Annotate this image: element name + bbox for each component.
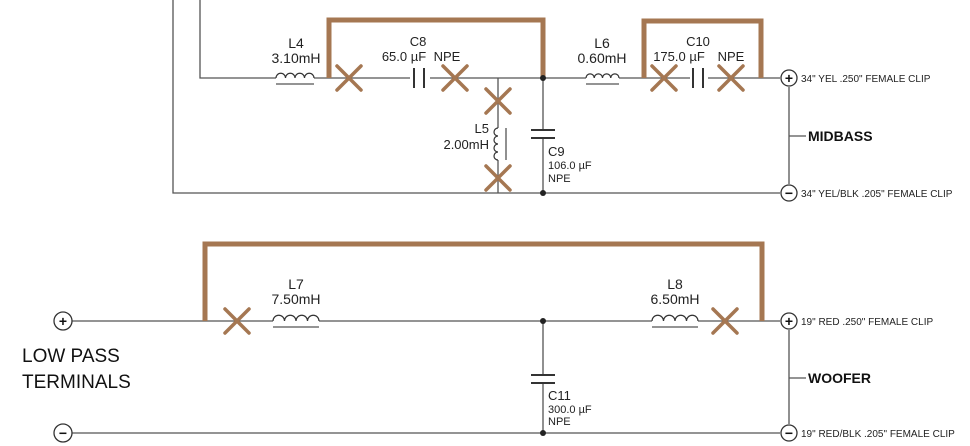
woofer-junction-top <box>540 318 546 324</box>
capacitor-c10: C10 175.0 µF NPE <box>653 34 745 88</box>
midbass-cut-mark-1 <box>335 64 363 92</box>
midbass-positive-sign: + <box>785 70 793 86</box>
midbass-cut-mark-3 <box>484 87 512 115</box>
woofer-positive-sign: + <box>785 313 793 329</box>
inductor-l4: L4 3.10mH <box>271 35 321 85</box>
midbass-cut-mark-6 <box>717 64 745 92</box>
l5-name: L5 <box>475 121 489 136</box>
woofer-cut-mark-2 <box>711 307 739 335</box>
terminal-positive-sign: + <box>59 313 67 329</box>
c10-type: NPE <box>718 49 745 64</box>
c9-type: NPE <box>548 173 571 185</box>
midbass-cut-mark-4 <box>484 164 512 192</box>
c11-value: 300.0 µF <box>548 404 592 416</box>
midbass-negative-sign: − <box>785 185 793 201</box>
low-pass-terminals-line1: LOW PASS <box>22 346 120 367</box>
woofer-negative-clip: − 19" RED/BLK .205" FEMALE CLIP <box>780 424 955 442</box>
c10-name: C10 <box>686 34 710 49</box>
c8-type: NPE <box>434 49 461 64</box>
l4-value: 3.10mH <box>271 50 320 66</box>
c10-value: 175.0 µF <box>653 49 705 64</box>
midbass-jumper-l4-c8 <box>326 17 546 78</box>
midbass-junction-bottom <box>540 190 546 196</box>
midbass-negative-clip-label: 34" YEL/BLK .205" FEMALE CLIP <box>801 189 953 200</box>
l5-value: 2.00mH <box>443 137 489 152</box>
midbass-input-wire <box>199 0 276 79</box>
woofer-jumper <box>202 241 765 321</box>
c11-name: C11 <box>548 388 571 403</box>
capacitor-c8: C8 65.0 µF NPE <box>382 34 461 88</box>
midbass-negative-clip: − 34" YEL/BLK .205" FEMALE CLIP <box>780 184 953 202</box>
woofer-clip-bracket <box>788 330 806 424</box>
midbass-positive-clip: + 34" YEL .250" FEMALE CLIP <box>780 69 931 87</box>
inductor-l5: L5 2.00mH <box>443 121 507 161</box>
c9-value: 106.0 µF <box>548 160 592 172</box>
low-pass-terminals-line2: TERMINALS <box>22 372 131 393</box>
woofer-section-label: WOOFER <box>808 370 871 386</box>
l6-name: L6 <box>594 35 610 51</box>
l7-name: L7 <box>288 276 304 292</box>
c8-value: 65.0 µF <box>382 49 426 64</box>
inductor-l8: L8 6.50mH <box>650 276 700 328</box>
l8-name: L8 <box>667 276 683 292</box>
low-pass-positive-terminal: + <box>53 311 73 331</box>
midbass-section: L4 3.10mH C8 65.0 µF NPE L5 2.00mH C9 10… <box>172 0 953 202</box>
woofer-positive-clip: + 19" RED .250" FEMALE CLIP <box>780 312 933 330</box>
woofer-positive-clip-label: 19" RED .250" FEMALE CLIP <box>801 317 933 328</box>
woofer-negative-clip-label: 19" RED/BLK .205" FEMALE CLIP <box>801 429 955 440</box>
midbass-cut-mark-2 <box>441 64 469 92</box>
terminal-negative-sign: − <box>59 425 67 441</box>
midbass-positive-clip-label: 34" YEL .250" FEMALE CLIP <box>801 74 931 85</box>
midbass-cut-mark-5 <box>650 64 678 92</box>
woofer-junction-bottom <box>540 430 546 436</box>
midbass-section-label: MIDBASS <box>808 128 873 144</box>
l7-value: 7.50mH <box>271 291 320 307</box>
capacitor-c11: C11 300.0 µF NPE <box>531 374 592 428</box>
woofer-negative-sign: − <box>785 425 793 441</box>
low-pass-negative-terminal: − <box>53 423 73 443</box>
c11-type: NPE <box>548 416 571 428</box>
l4-name: L4 <box>288 35 304 51</box>
woofer-cut-mark-1 <box>223 307 251 335</box>
l6-value: 0.60mH <box>577 50 626 66</box>
midbass-junction-top <box>540 75 546 81</box>
l8-value: 6.50mH <box>650 291 699 307</box>
c8-name: C8 <box>410 34 427 49</box>
midbass-clip-bracket <box>788 87 806 184</box>
woofer-section: L7 7.50mH L8 6.50mH C11 300.0 µF NPE + <box>22 241 955 443</box>
inductor-l6: L6 0.60mH <box>577 35 627 85</box>
midbass-jumper-c10 <box>641 18 764 78</box>
midbass-ground-wire <box>172 0 780 194</box>
capacitor-c9: C9 106.0 µF NPE <box>531 129 592 185</box>
inductor-l7: L7 7.50mH <box>271 276 321 328</box>
c9-name: C9 <box>548 144 565 159</box>
